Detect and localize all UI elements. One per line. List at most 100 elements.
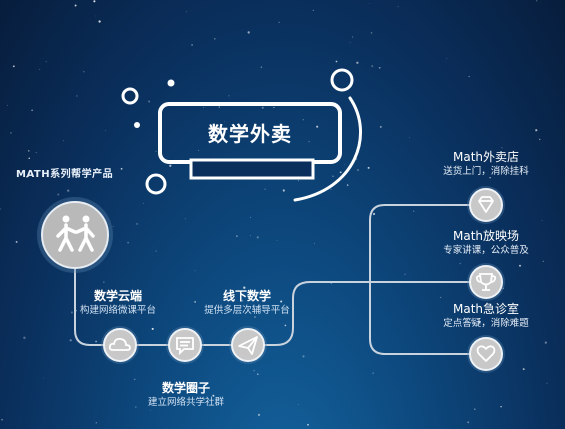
line-to-branch <box>248 281 370 346</box>
star <box>214 38 216 40</box>
star <box>335 60 338 63</box>
hub-circle <box>41 201 109 269</box>
star <box>302 119 304 121</box>
star <box>43 377 44 379</box>
star <box>148 100 151 103</box>
star <box>0 208 1 210</box>
diamond-icon <box>478 196 494 213</box>
star <box>74 4 77 7</box>
node-chat <box>166 326 204 364</box>
node-trophy <box>467 263 505 301</box>
star <box>542 260 544 262</box>
star <box>28 157 30 160</box>
star <box>312 9 314 11</box>
title-decoration <box>121 68 362 202</box>
star <box>194 270 196 271</box>
star <box>316 125 319 128</box>
star <box>150 409 152 411</box>
star <box>351 36 354 38</box>
star <box>346 184 349 186</box>
star <box>83 71 85 73</box>
star <box>302 355 305 358</box>
star <box>224 121 225 123</box>
star <box>518 264 522 267</box>
star <box>15 240 18 243</box>
star <box>103 281 105 283</box>
star <box>69 339 72 342</box>
node-cloud-title: 数学云端 <box>93 289 143 303</box>
star <box>184 218 186 220</box>
star <box>313 242 315 244</box>
star <box>127 241 129 244</box>
star <box>241 299 244 302</box>
star <box>332 175 334 177</box>
main-title: 数学外卖 <box>208 122 292 146</box>
node-heart <box>467 335 505 373</box>
star <box>307 423 309 426</box>
star <box>142 203 144 204</box>
deco-dot-top <box>167 79 175 87</box>
deco-ring-right <box>330 68 354 92</box>
star <box>256 373 259 376</box>
star <box>372 372 374 374</box>
star <box>256 236 259 239</box>
star <box>522 368 525 371</box>
node-diamond <box>467 186 505 224</box>
node-cloud <box>101 326 139 364</box>
star <box>186 11 188 13</box>
line-branch-bottom <box>369 282 486 355</box>
star <box>446 58 448 60</box>
star <box>247 31 250 34</box>
hub-node <box>37 197 113 273</box>
star <box>203 106 205 109</box>
star <box>257 413 261 416</box>
star <box>76 95 78 97</box>
star <box>546 382 548 384</box>
star <box>136 223 138 225</box>
star <box>489 177 491 179</box>
star <box>57 193 60 196</box>
star <box>23 336 26 339</box>
star <box>120 167 123 170</box>
right-item-2-title: Math放映场 <box>452 229 520 243</box>
star <box>155 150 157 152</box>
star <box>470 319 473 322</box>
star <box>501 147 503 149</box>
star <box>344 164 346 166</box>
star <box>478 321 481 324</box>
star <box>280 300 283 303</box>
node-chat-subtitle: 建立网络共学社群 <box>147 397 225 408</box>
star <box>356 168 360 172</box>
deco-ring-bottom <box>145 173 167 195</box>
people-walking-icon <box>56 215 95 252</box>
cloud-icon <box>108 337 131 351</box>
right-item-2-subtitle: 专家讲课，公众普及 <box>443 245 529 256</box>
star <box>278 21 280 23</box>
star <box>356 61 359 64</box>
star <box>369 2 371 4</box>
star <box>453 176 454 178</box>
brand-label: MATH系列帮学产品 <box>16 169 114 180</box>
star <box>539 138 541 141</box>
star <box>297 180 299 182</box>
star <box>367 166 370 169</box>
right-item-1-subtitle: 送货上门，消除挂科 <box>443 166 529 177</box>
star <box>151 327 154 330</box>
star <box>45 61 47 63</box>
star <box>536 0 538 2</box>
star <box>253 369 255 372</box>
star <box>330 282 333 285</box>
star <box>135 406 137 408</box>
paper-plane-icon <box>238 336 258 355</box>
heart-icon <box>476 345 496 362</box>
star <box>236 235 238 238</box>
star <box>544 341 547 344</box>
star <box>10 132 12 134</box>
star <box>330 188 332 190</box>
deco-dot-mid <box>134 122 140 128</box>
line-hub-to-cloud <box>74 262 120 346</box>
star <box>535 129 538 132</box>
star <box>194 301 196 303</box>
star <box>379 125 382 128</box>
star <box>371 65 374 68</box>
